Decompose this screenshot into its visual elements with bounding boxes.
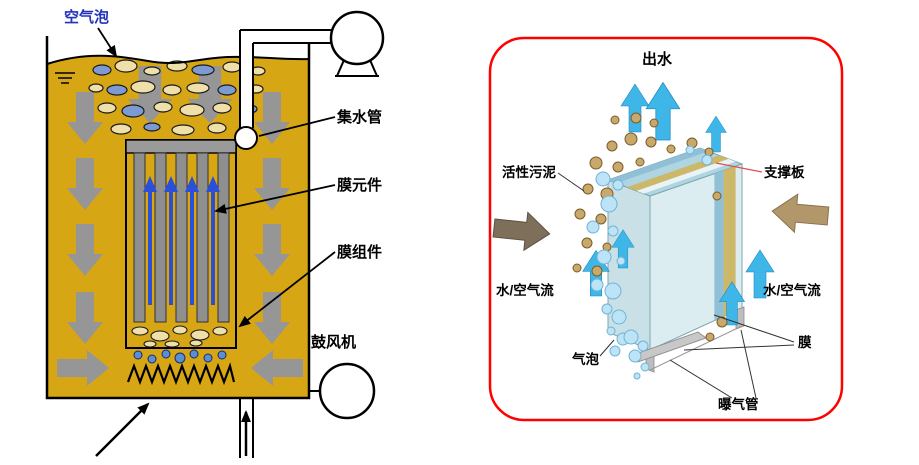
module-bottom-bubble-cluster xyxy=(131,325,228,348)
tank-diagram: 空气泡 集水管 膜元件 膜组件 鼓风机 xyxy=(45,8,385,458)
support-plate-label: 支撑板 xyxy=(763,164,805,180)
air-feed-pipe xyxy=(95,398,254,458)
membrane-label: 膜 xyxy=(798,334,812,350)
surface-bubble-cluster xyxy=(88,59,266,136)
aerator-zigzag xyxy=(126,362,236,386)
right-labels: 出水 活性污泥 支撑板 水/空气流 水/空气流 气泡 膜 曝气管 xyxy=(496,50,821,412)
blower-label: 鼓风机 xyxy=(311,333,356,351)
membrane-plates xyxy=(133,152,230,323)
air-bubble-cluster xyxy=(586,145,713,380)
blower-icon xyxy=(309,362,376,420)
air-bubbles-label: 空气泡 xyxy=(64,8,109,26)
collector-junction xyxy=(234,126,258,150)
tank-walls xyxy=(45,36,311,400)
aeration-pipe-assembly xyxy=(628,306,745,373)
membrane-module xyxy=(125,139,237,349)
aeration-pipe-label: 曝气管 xyxy=(718,396,759,412)
ground-symbol xyxy=(55,72,75,84)
aeration-bubble-dots xyxy=(133,349,227,364)
module-up-flow-arrows xyxy=(143,176,220,305)
membrane-unit-diagram: 出水 活性污泥 支撑板 水/空气流 水/空气流 气泡 膜 曝气管 xyxy=(488,36,844,422)
pump-icon xyxy=(329,10,385,77)
collector-pipe-label: 集水管 xyxy=(336,108,382,126)
collector-pipe xyxy=(234,29,332,150)
left-labels: 空气泡 集水管 膜元件 膜组件 鼓风机 xyxy=(64,8,382,351)
water-surface-line xyxy=(46,54,310,65)
water-air-flow-left-label: 水/空气流 xyxy=(496,282,554,298)
water-air-flow-right-label: 水/空气流 xyxy=(763,282,821,298)
activated-sludge-label: 活性污泥 xyxy=(502,164,556,180)
membrane-module-label: 膜组件 xyxy=(337,243,382,261)
membrane-element-label: 膜元件 xyxy=(337,176,382,194)
support-plate-stripe xyxy=(723,166,736,317)
effluent-label: 出水 xyxy=(642,50,673,68)
bubbles-label: 气泡 xyxy=(571,351,600,367)
sludge-bubble-cluster xyxy=(572,112,728,342)
